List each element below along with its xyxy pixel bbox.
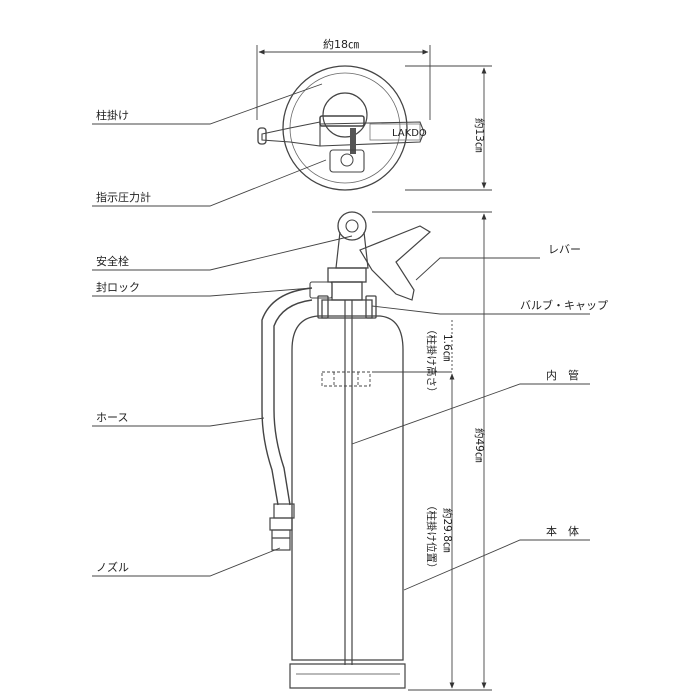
dim-hook-pos-label: （柱掛け位置） <box>425 500 438 574</box>
valve-cap <box>321 299 373 319</box>
gauge-brand-text: LAKDO <box>392 128 427 139</box>
label-pole-hook: 柱掛け <box>96 109 129 122</box>
leader-lines <box>92 83 590 591</box>
side-dimensions <box>372 211 492 691</box>
side-view <box>261 211 432 689</box>
label-safety-pin: 安全栓 <box>96 255 129 268</box>
dim-hook-pos-value: 約29.8㎝ <box>441 508 454 553</box>
seal-lock <box>309 281 333 299</box>
dim-height-text: 約49㎝ <box>473 428 486 463</box>
label-inner-tube: 内 管 <box>546 369 579 382</box>
dim-width-text: 約18㎝ <box>323 38 359 51</box>
label-body: 本 体 <box>546 525 579 538</box>
nozzle <box>269 503 295 551</box>
top-dimensions <box>256 45 492 191</box>
label-pressure-gauge: 指示圧力計 <box>96 191 151 204</box>
cylinder-body <box>291 315 404 661</box>
top-view-body-circle <box>282 65 408 191</box>
lever <box>359 225 432 301</box>
label-valve-cap: バルブ・キャップ <box>520 299 608 312</box>
safety-pin-ring <box>337 211 367 241</box>
top-view <box>257 65 425 191</box>
hose <box>261 287 313 506</box>
cylinder-base <box>289 663 406 689</box>
dim-depth-text: 約13㎝ <box>473 118 486 153</box>
label-lever: レバー <box>548 243 581 256</box>
dim-hook-height-label: （柱掛け高さ） <box>425 324 438 398</box>
label-seal-lock: 封ロック <box>96 281 140 294</box>
top-view-gauge-icon <box>329 149 365 173</box>
top-view-valve-circle <box>322 92 368 138</box>
label-hose: ホース <box>96 411 129 424</box>
dim-hook-height-value: 1.6㎝ <box>441 334 453 362</box>
label-nozzle: ノズル <box>96 561 129 574</box>
